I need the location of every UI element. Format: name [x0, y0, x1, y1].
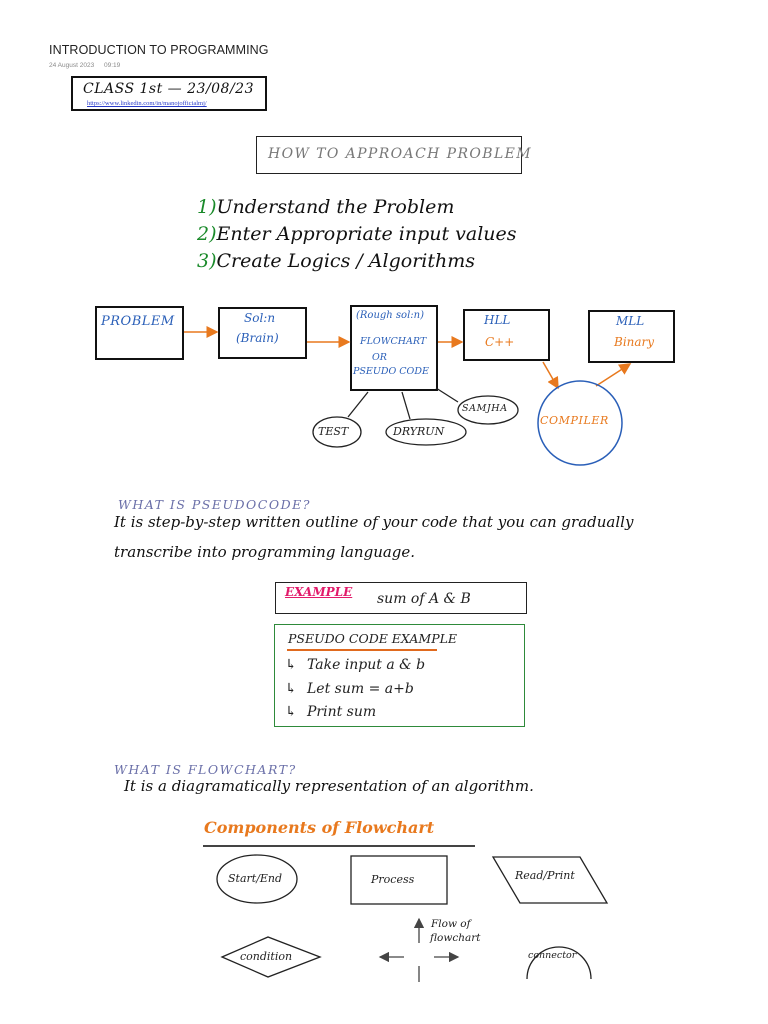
pseudo-example-title: PSEUDO CODE EXAMPLE: [288, 631, 458, 646]
dryrun-ellipse: [385, 418, 467, 446]
pseudo-item-3: ↳ Print sum: [285, 704, 376, 720]
label-mll: MLL: [616, 314, 645, 328]
components-title: Components of Flowchart: [204, 818, 435, 837]
label-flowchart: FLOWCHART: [360, 336, 427, 347]
process-shape: [350, 855, 448, 905]
step-2-text: Enter Appropriate input values: [216, 223, 517, 245]
label-brain: (Brain): [236, 331, 279, 345]
problem-box: [95, 306, 184, 360]
rough-soln-box: [350, 305, 438, 391]
label-rough-soln: (Rough sol:n): [356, 310, 424, 321]
label-dryrun: DRYRUN: [393, 425, 445, 438]
corner-arrow-icon: ↳: [285, 704, 297, 720]
label-connector: connector: [528, 950, 577, 961]
components-rule: [203, 845, 475, 847]
approach-title: HOW TO APPROACH PROBLEM: [268, 146, 533, 162]
step-2-num: 2): [197, 223, 217, 245]
label-problem: PROBLEM: [101, 314, 175, 329]
condition-shape: [220, 936, 322, 978]
pseudo-item-1-text: Take input a & b: [307, 657, 426, 673]
hll-box: [463, 309, 550, 361]
label-compiler: COMPILER: [540, 414, 609, 427]
label-cpp: C++: [485, 335, 515, 349]
compiler-circle: [537, 380, 623, 466]
arrow-hll-compiler: [542, 361, 559, 390]
pseudo-title-underline: [287, 649, 437, 651]
label-samjha: SAMJHA: [462, 403, 508, 414]
label-condition: condition: [240, 950, 293, 963]
page-title: INTRODUCTION TO PROGRAMMING: [49, 43, 269, 57]
mll-box: [588, 310, 675, 363]
pseudo-item-1: ↳ Take input a & b: [285, 657, 425, 673]
label-flowchart-small: flowchart: [430, 932, 481, 944]
start-end-shape: [216, 854, 298, 904]
read-print-shape: [491, 856, 609, 904]
example-sum: sum of A & B: [377, 591, 471, 607]
pseudo-item-2: ↳ Let sum = a+b: [285, 681, 414, 697]
class-box: CLASS 1st — 23/08/23 https://www.linkedi…: [71, 76, 267, 111]
label-read-print: Read/Print: [515, 869, 575, 882]
step-3-num: 3): [197, 250, 217, 272]
label-flow-of: Flow of: [431, 918, 471, 930]
line-to-test: [347, 391, 369, 418]
pseudo-example-box: PSEUDO CODE EXAMPLE ↳ Take input a & b ↳ L…: [274, 624, 525, 727]
example-label: EXAMPLE: [285, 585, 353, 599]
pseudocode-heading: WHAT IS PSEUDOCODE?: [118, 497, 311, 512]
step-3: 3)Create Logics / Algorithms: [197, 250, 475, 272]
label-hll: HLL: [484, 313, 511, 327]
label-or: OR: [372, 352, 387, 363]
page-date: 24 August 2023: [49, 62, 95, 69]
step-1-num: 1): [197, 196, 217, 218]
pseudocode-line-1: It is step-by-step written outline of yo…: [114, 513, 634, 531]
linkedin-link[interactable]: https://www.linkedin.com/in/manojofficia…: [87, 100, 207, 107]
arrow-compiler-mll: [595, 363, 632, 387]
class-text: CLASS 1st — 23/08/23: [83, 81, 254, 97]
label-start-end: Start/End: [228, 872, 283, 885]
label-process: Process: [371, 873, 415, 886]
flowchart-heading: WHAT IS FLOWCHART?: [114, 762, 297, 777]
line-to-dryrun: [401, 391, 411, 420]
corner-arrow-icon: ↳: [285, 681, 297, 697]
flowchart-body: It is a diagramatically representation o…: [124, 777, 534, 795]
pseudo-item-2-text: Let sum = a+b: [307, 681, 414, 697]
label-pseudocode: PSEUDO CODE: [353, 366, 429, 377]
corner-arrow-icon: ↳: [285, 657, 297, 673]
label-soln: Sol:n: [244, 311, 276, 325]
step-3-text: Create Logics / Algorithms: [216, 250, 475, 272]
step-1: 1)Understand the Problem: [197, 196, 454, 218]
page-time: 09:19: [104, 62, 121, 69]
step-2: 2)Enter Appropriate input values: [197, 223, 517, 245]
test-ellipse: [312, 416, 362, 448]
pseudo-item-3-text: Print sum: [307, 704, 377, 720]
samjha-ellipse: [457, 395, 519, 425]
label-test: TEST: [318, 425, 349, 438]
approach-box: HOW TO APPROACH PROBLEM: [256, 136, 531, 174]
step-1-text: Understand the Problem: [216, 196, 455, 218]
connector-shape: [526, 946, 592, 980]
label-binary: Binary: [614, 335, 655, 349]
pseudocode-line-2: transcribe into programming language.: [114, 543, 416, 561]
example-box: EXAMPLE sum of A & B: [275, 582, 527, 614]
soln-box: [218, 307, 307, 359]
line-to-samjha: [435, 387, 459, 403]
